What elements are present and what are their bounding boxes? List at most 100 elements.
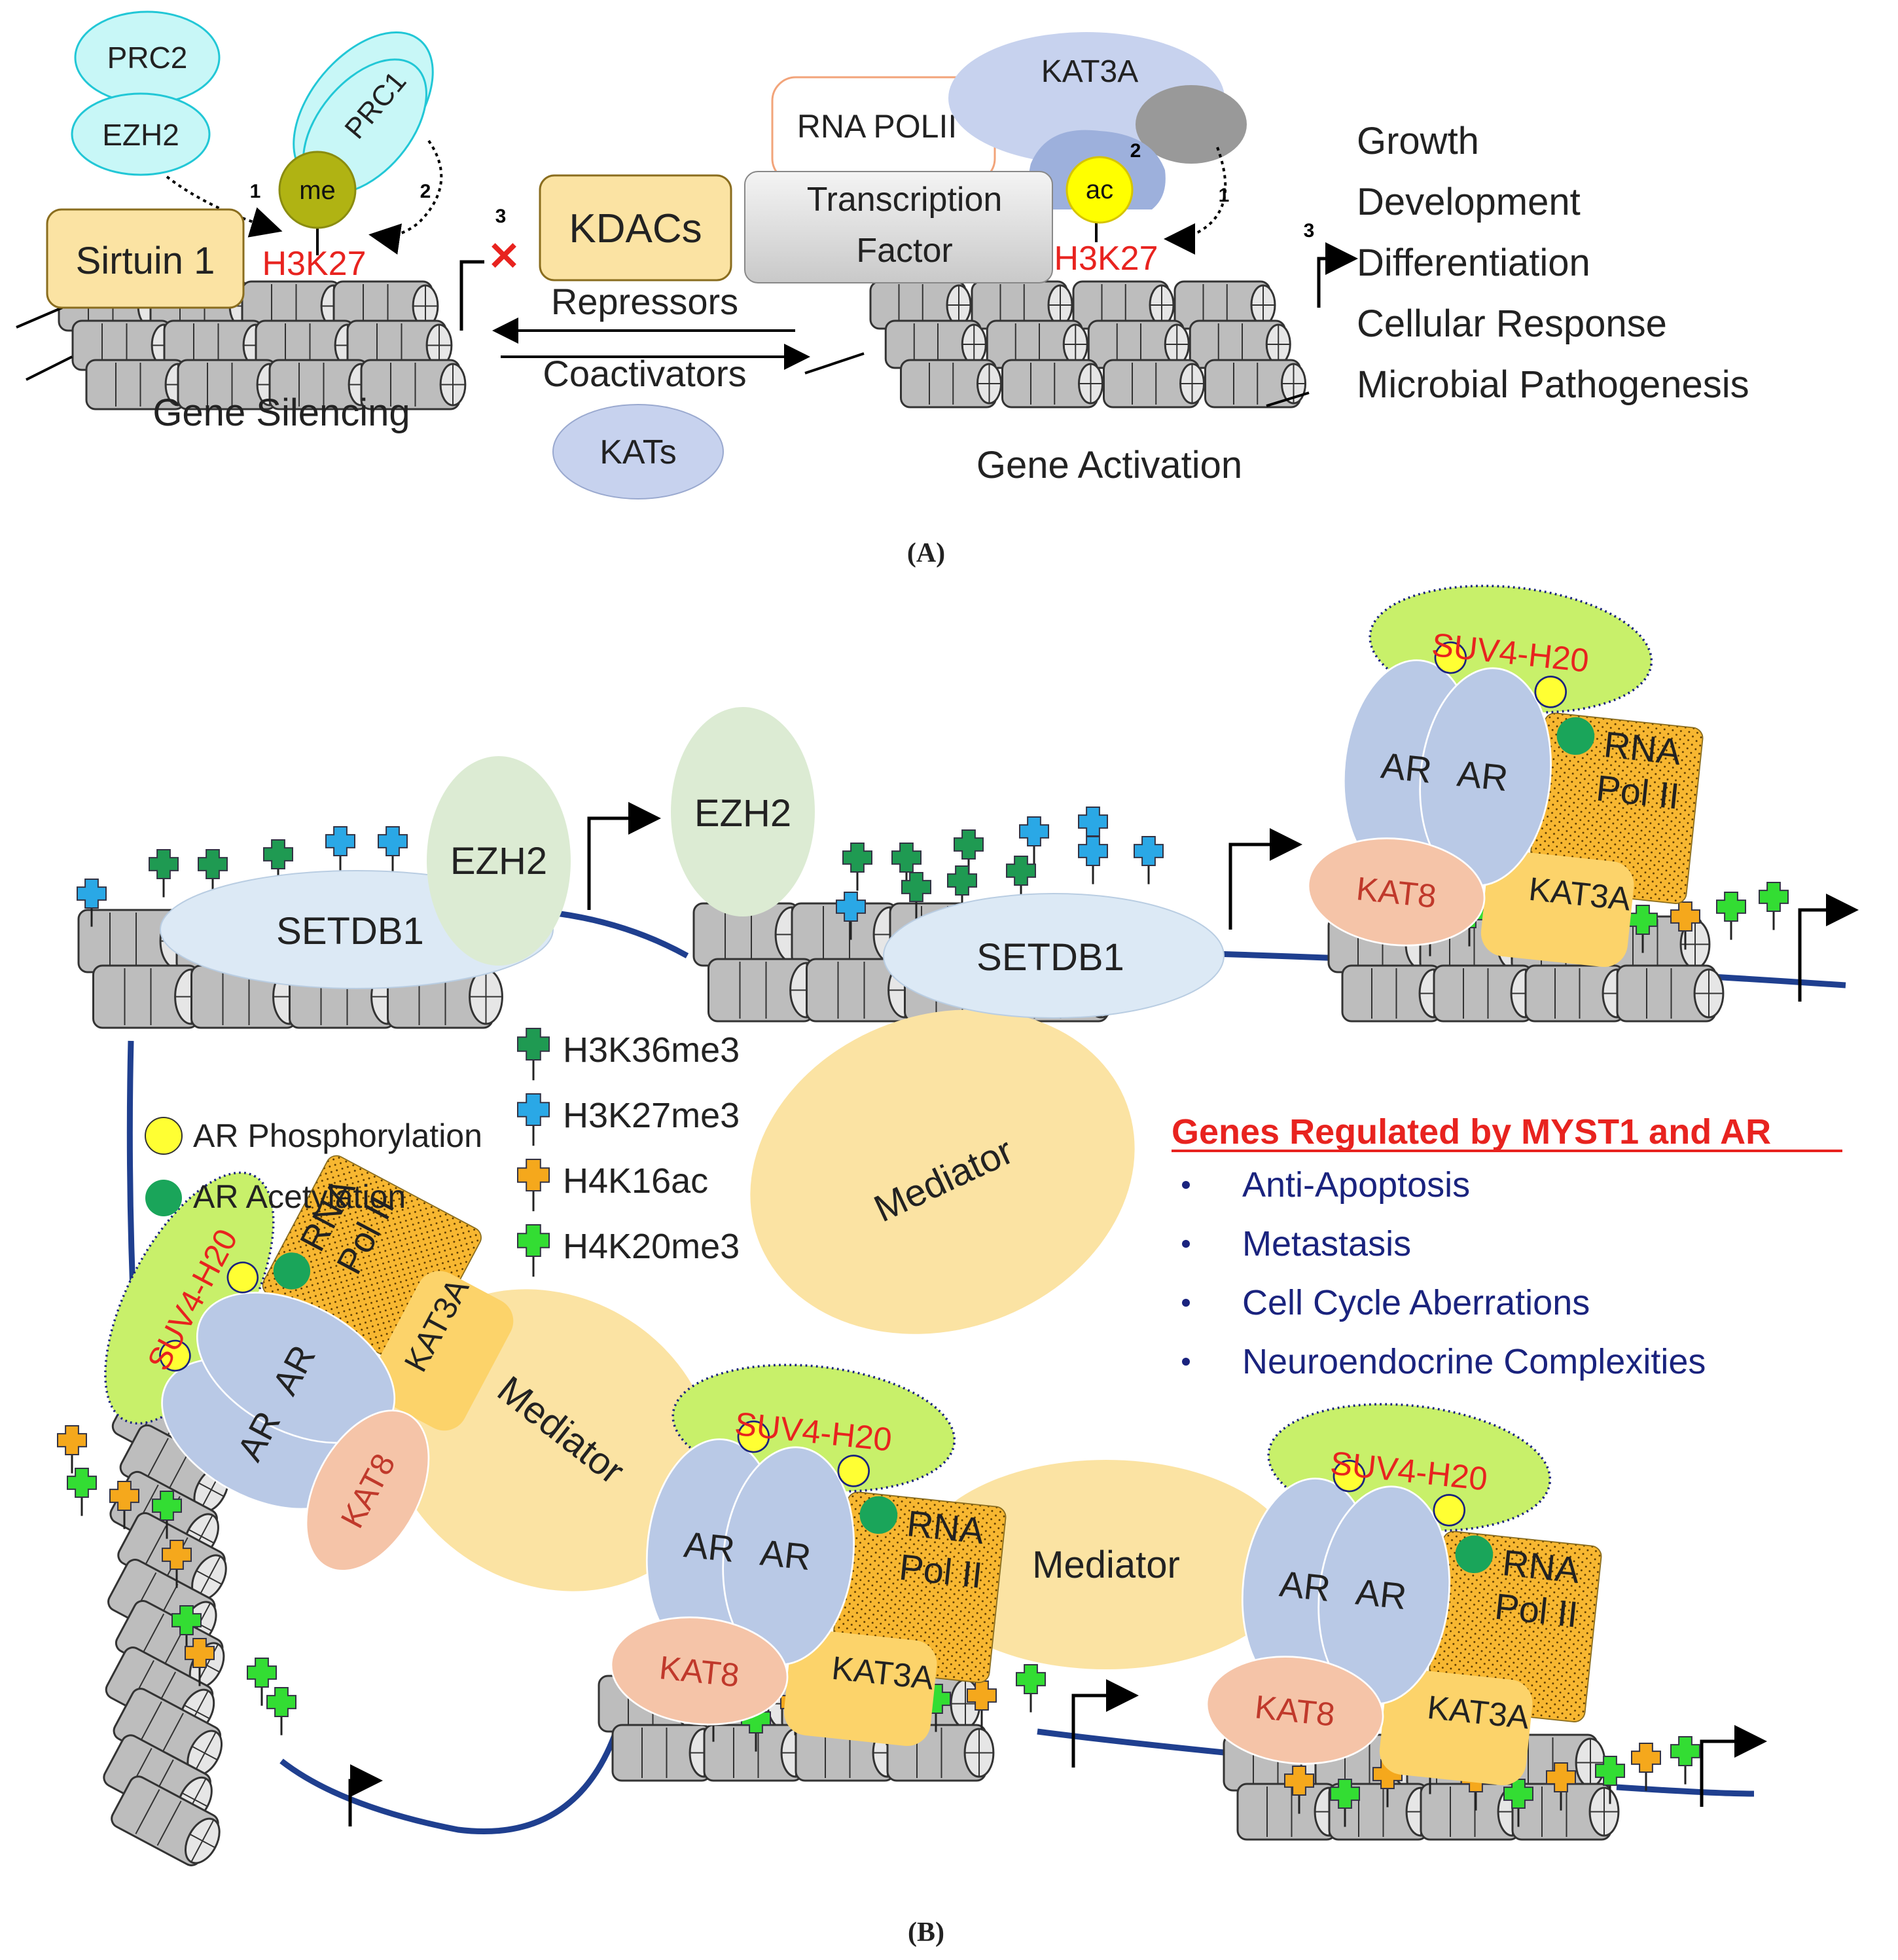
kat8-box (610, 1616, 789, 1726)
histone-mark (1546, 1762, 1576, 1811)
step2-right: 2 (1130, 140, 1141, 162)
kdacs-label: KDACs (569, 206, 702, 251)
legend-mark-icon (517, 1093, 550, 1146)
histone-mark (1503, 1779, 1533, 1827)
prc2-label: PRC2 (107, 41, 188, 75)
tss-arrow (348, 1764, 383, 1826)
nucleosome (611, 1724, 720, 1782)
legend-h4k16ac: H4K16ac (563, 1161, 708, 1201)
histone-mark (152, 1491, 182, 1539)
tss-arrow (1798, 894, 1859, 1002)
panel-a: PRC2 EZH2 PRC1 me 1 2 H3K27 Sirtuin 1 ✕ … (16, 10, 1749, 568)
acetyl-mark (1065, 156, 1134, 224)
phospho-dot (737, 1420, 770, 1453)
histone-mark (1759, 882, 1789, 930)
kat3a-lobe (1136, 85, 1247, 164)
pol-ii-label: Pol II (1594, 767, 1681, 817)
histone-mark (67, 1468, 97, 1516)
kat3a-box (370, 1271, 514, 1431)
histone-mark (1595, 1756, 1625, 1804)
outcome-item: Microbial Pathogenesis (1357, 363, 1749, 406)
setdb1-left-label: SETDB1 (276, 910, 424, 953)
outcome-item: Cellular Response (1357, 302, 1667, 345)
nucleosome (111, 1775, 221, 1866)
ac-label: ac (1086, 175, 1113, 204)
ar-label: AR (1353, 1570, 1408, 1617)
kat8-box (1206, 1656, 1384, 1765)
legend-h4k20me3: H4K20me3 (563, 1227, 740, 1266)
coactivators-label: Coactivators (543, 353, 746, 394)
ezh2-b-left-label: EZH2 (450, 840, 547, 882)
histone-mark (1019, 816, 1049, 865)
nucleosome (1236, 1783, 1345, 1841)
transcription-factor-box (744, 171, 1053, 283)
pol-ii-label: Pol II (897, 1546, 984, 1596)
rna-label: RNA (1501, 1542, 1583, 1591)
legend-mark-icon (517, 1159, 550, 1212)
gene-item: Metastasis (1242, 1224, 1411, 1263)
acetyl-dot (1556, 717, 1595, 755)
histone-mark (1078, 836, 1108, 884)
histone-mark (109, 1481, 139, 1529)
nucleosome (1511, 1783, 1620, 1841)
sirtuin1-label: Sirtuin 1 (76, 240, 215, 282)
nucleosome (1001, 359, 1103, 408)
tss-arrows (348, 802, 1859, 1826)
histone-mark (325, 826, 355, 875)
ezh2-b-left (427, 756, 571, 966)
acetyl-dot (859, 1496, 898, 1534)
arrow-step1-right (1164, 147, 1227, 255)
kat8-label: KAT8 (658, 1648, 742, 1694)
ezh2-b-right (671, 707, 815, 916)
ezh2-label-a: EZH2 (102, 118, 179, 152)
rna-label: RNA (1602, 723, 1684, 772)
acetyl-legend-dot (145, 1180, 182, 1216)
nucleosome (1072, 280, 1175, 330)
nucleosome (1103, 359, 1205, 408)
kats-label: KATs (600, 433, 677, 471)
step3-right: 3 (1304, 220, 1315, 242)
h3k27-left: H3K27 (262, 245, 367, 283)
phospho-dot (1534, 676, 1567, 708)
mediator-right-label: Mediator (1032, 1544, 1180, 1586)
pol-ii-label: Pol II (1493, 1586, 1580, 1635)
kdacs-box (539, 174, 732, 281)
tss-arrow (587, 802, 661, 910)
tss-arrow (1071, 1679, 1139, 1768)
nucleosome (971, 280, 1073, 330)
legend-histone-marks: H3K36me3 H3K27me3 H4K16ac H4K20me3 (517, 1028, 740, 1277)
histone-mark (1330, 1779, 1360, 1827)
ezh2-complex-a (71, 92, 211, 176)
nucleosome (1341, 964, 1450, 1023)
legend-mark-icon (517, 1224, 550, 1277)
histone-mark (1670, 901, 1700, 950)
ar-label: AR (1379, 744, 1434, 791)
kat8-label: KAT8 (1355, 869, 1439, 915)
kat8-label: KAT8 (1253, 1688, 1337, 1733)
histone-mark (967, 1680, 997, 1729)
repressors-label: Repressors (551, 281, 738, 322)
histone-mark (247, 1658, 277, 1706)
arrow-step2-left (368, 139, 443, 255)
ar-label: AR (682, 1523, 737, 1570)
histone-mark (1016, 1664, 1046, 1713)
caption-b: (B) (908, 1917, 944, 1948)
step3-left: 3 (495, 206, 507, 227)
acetyl-dot (273, 1252, 311, 1290)
histone-mark (1716, 892, 1746, 940)
tss-arrow (1700, 1725, 1767, 1807)
histone-mark (901, 872, 931, 920)
sirtuin1-box (46, 208, 245, 309)
tss-arrow-active (1317, 242, 1358, 308)
phospho-dot (837, 1455, 870, 1487)
nucleosome (1173, 280, 1276, 330)
phospho-legend-dot (145, 1117, 183, 1155)
step1-left: 1 (250, 181, 261, 202)
nucleosome (1204, 359, 1306, 408)
caption-a: (A) (907, 538, 945, 568)
kat3a-box (1480, 850, 1634, 968)
ar-label: AR (1455, 752, 1510, 799)
